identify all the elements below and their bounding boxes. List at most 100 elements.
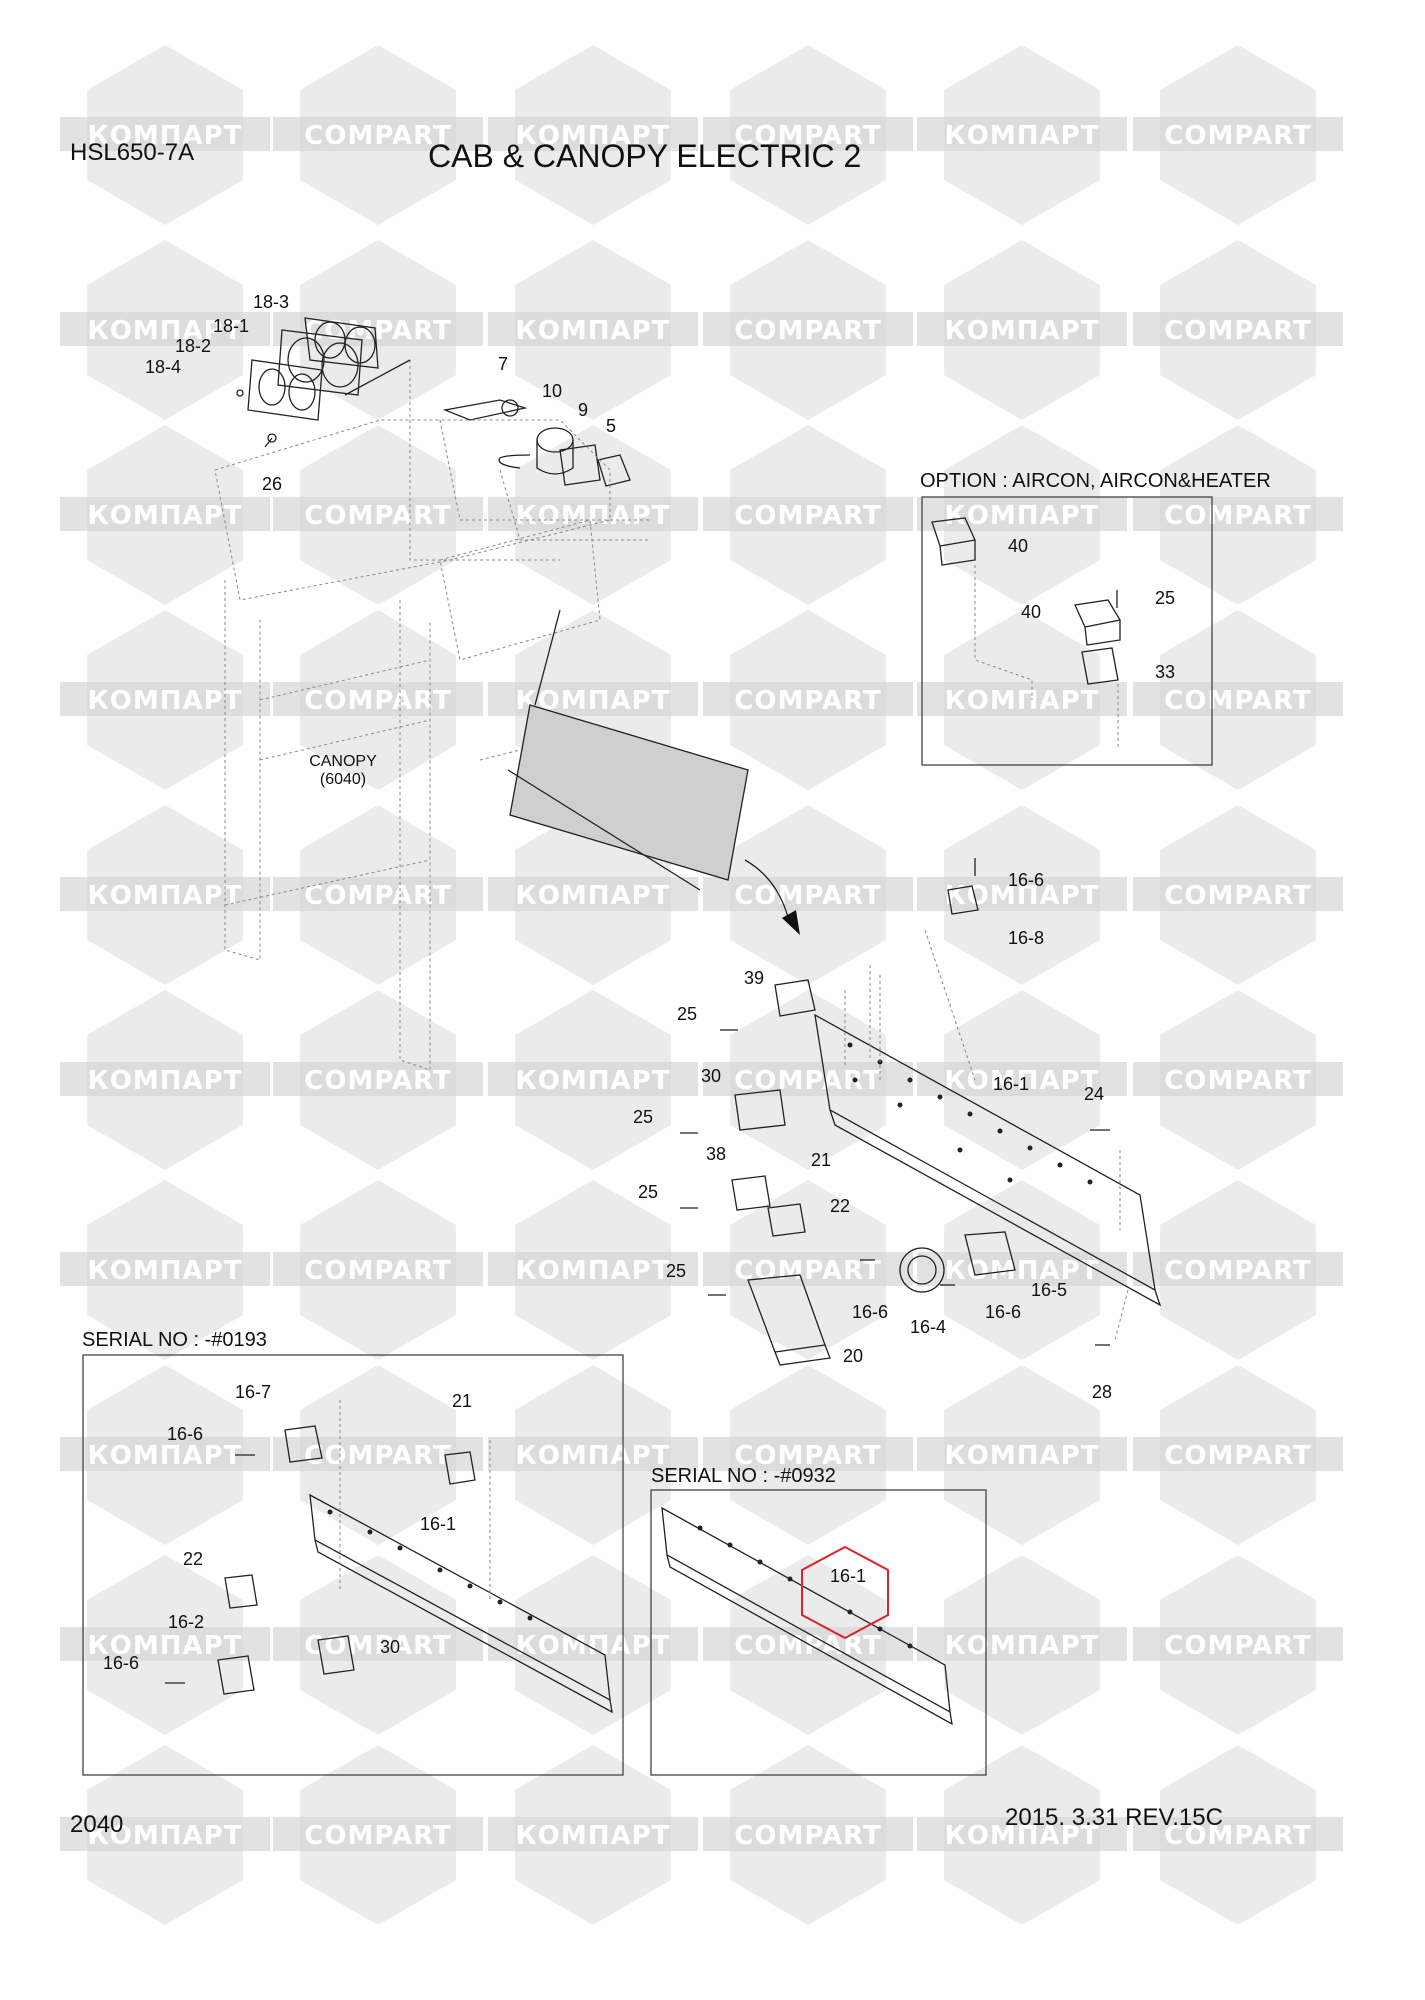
- callout-main-16-6-top: 16-6: [1008, 870, 1044, 890]
- watermark-text: КОМПАРТ: [88, 316, 243, 346]
- callout-9: 9: [578, 400, 588, 420]
- watermark-text: COMPART: [734, 881, 881, 911]
- watermark-band: [488, 1437, 698, 1471]
- watermark-band: [273, 682, 483, 716]
- watermark-text: COMPART: [1164, 501, 1311, 531]
- watermark-text: COMPART: [304, 686, 451, 716]
- watermark-text: COMPART: [1164, 121, 1311, 151]
- watermark-text: КОМПАРТ: [516, 1441, 671, 1471]
- watermark-text: COMPART: [1164, 881, 1311, 911]
- watermark-text: КОМПАРТ: [945, 316, 1100, 346]
- watermark-band: [917, 497, 1127, 531]
- watermark-text: КОМПАРТ: [945, 121, 1100, 151]
- callout-26: 26: [262, 474, 282, 494]
- callout-main-22: 22: [830, 1196, 850, 1216]
- watermark-text: КОМПАРТ: [945, 1441, 1100, 1471]
- callout-s1-30: 30: [380, 1637, 400, 1657]
- watermark-band: [917, 1627, 1127, 1661]
- watermark-text: COMPART: [734, 1441, 881, 1471]
- watermark-text: COMPART: [734, 686, 881, 716]
- watermark-band: [488, 1627, 698, 1661]
- model-code: HSL650-7A: [70, 139, 194, 166]
- watermark-text: КОМПАРТ: [516, 121, 671, 151]
- callout-18-2: 18-2: [175, 336, 211, 356]
- watermark-band: [60, 1252, 270, 1286]
- watermark-text: COMPART: [304, 1256, 451, 1286]
- watermark-band: [488, 682, 698, 716]
- watermark-text: COMPART: [1164, 1441, 1311, 1471]
- watermark-band: [917, 682, 1127, 716]
- serial-box-2-title: SERIAL NO : -#0932: [651, 1465, 836, 1487]
- callout-main-16-1: 16-1: [993, 1074, 1029, 1094]
- watermark-band: [273, 877, 483, 911]
- callout-main-25d: 25: [666, 1261, 686, 1281]
- switch-group-drawing: [439, 399, 650, 541]
- callout-main-20: 20: [843, 1346, 863, 1366]
- callout-main-16-6b: 16-6: [985, 1302, 1021, 1322]
- watermark-band: [1133, 877, 1343, 911]
- watermark-text: COMPART: [304, 1066, 451, 1096]
- serial-box-2-drawing: [661, 1506, 953, 1726]
- watermark-text: КОМПАРТ: [516, 1631, 671, 1661]
- serial-box-2-frame: [650, 1489, 987, 1776]
- watermark-band: [917, 877, 1127, 911]
- watermark-text: COMPART: [1164, 1821, 1311, 1851]
- watermark-band: [703, 1062, 913, 1096]
- callout-main-25b: 25: [633, 1107, 653, 1127]
- watermark-text: КОМПАРТ: [945, 1256, 1100, 1286]
- callout-18-3: 18-3: [253, 292, 289, 312]
- watermark-band: [273, 1062, 483, 1096]
- callout-option-40b: 40: [1021, 602, 1041, 622]
- callout-5: 5: [606, 416, 616, 436]
- watermark-band: [703, 497, 913, 531]
- callout-18-4: 18-4: [145, 357, 181, 377]
- canopy-code: (6040): [320, 771, 366, 788]
- callout-main-16-5: 16-5: [1031, 1280, 1067, 1300]
- watermark-text: КОМПАРТ: [88, 121, 243, 151]
- callout-main-30: 30: [701, 1066, 721, 1086]
- callout-main-25a: 25: [677, 1004, 697, 1024]
- page-number: 2040: [70, 1811, 123, 1838]
- watermark-text: КОМПАРТ: [88, 686, 243, 716]
- watermark-band: [1133, 1817, 1343, 1851]
- watermark-band: [1133, 497, 1343, 531]
- option-box-frame: [921, 496, 1213, 766]
- watermark-band: [917, 312, 1127, 346]
- watermark-band: [60, 1062, 270, 1096]
- watermark-band: [60, 1437, 270, 1471]
- callout-main-16-4: 16-4: [910, 1317, 946, 1337]
- watermark-band: [1133, 1437, 1343, 1471]
- watermark-text: COMPART: [1164, 1066, 1311, 1096]
- canopy-label: CANOPY: [309, 753, 377, 770]
- watermark-band: [1133, 312, 1343, 346]
- watermark-text: COMPART: [734, 501, 881, 531]
- watermark-text: КОМПАРТ: [88, 1631, 243, 1661]
- watermark-band: [60, 1627, 270, 1661]
- watermark-band: [917, 1437, 1127, 1471]
- watermark-band: [1133, 1062, 1343, 1096]
- watermark-band: [703, 877, 913, 911]
- option-box-title: OPTION : AIRCON, AIRCON&HEATER: [920, 470, 1271, 492]
- watermark-band: [273, 117, 483, 151]
- callout-s1-21: 21: [452, 1391, 472, 1411]
- callout-main-16-6a: 16-6: [852, 1302, 888, 1322]
- watermark-band: [488, 1817, 698, 1851]
- watermark-text: COMPART: [304, 1821, 451, 1851]
- watermark-text: КОМПАРТ: [516, 881, 671, 911]
- watermark-band: [703, 312, 913, 346]
- page-title: CAB & CANOPY ELECTRIC 2: [428, 138, 861, 174]
- watermark-band: [60, 117, 270, 151]
- watermark-text: COMPART: [1164, 316, 1311, 346]
- callout-main-25c: 25: [638, 1182, 658, 1202]
- callout-main-24: 24: [1084, 1084, 1104, 1104]
- callout-s1-16-6b: 16-6: [103, 1653, 139, 1673]
- panel-holes: [847, 1042, 1093, 1185]
- watermark-text: КОМПАРТ: [516, 316, 671, 346]
- watermark-text: КОМПАРТ: [945, 1631, 1100, 1661]
- watermark-text: COMPART: [304, 501, 451, 531]
- watermark-text: COMPART: [304, 121, 451, 151]
- date-revision: 2015. 3.31 REV.15C: [1005, 1804, 1223, 1831]
- watermark-text: КОМПАРТ: [945, 501, 1100, 531]
- watermark-band: [488, 1252, 698, 1286]
